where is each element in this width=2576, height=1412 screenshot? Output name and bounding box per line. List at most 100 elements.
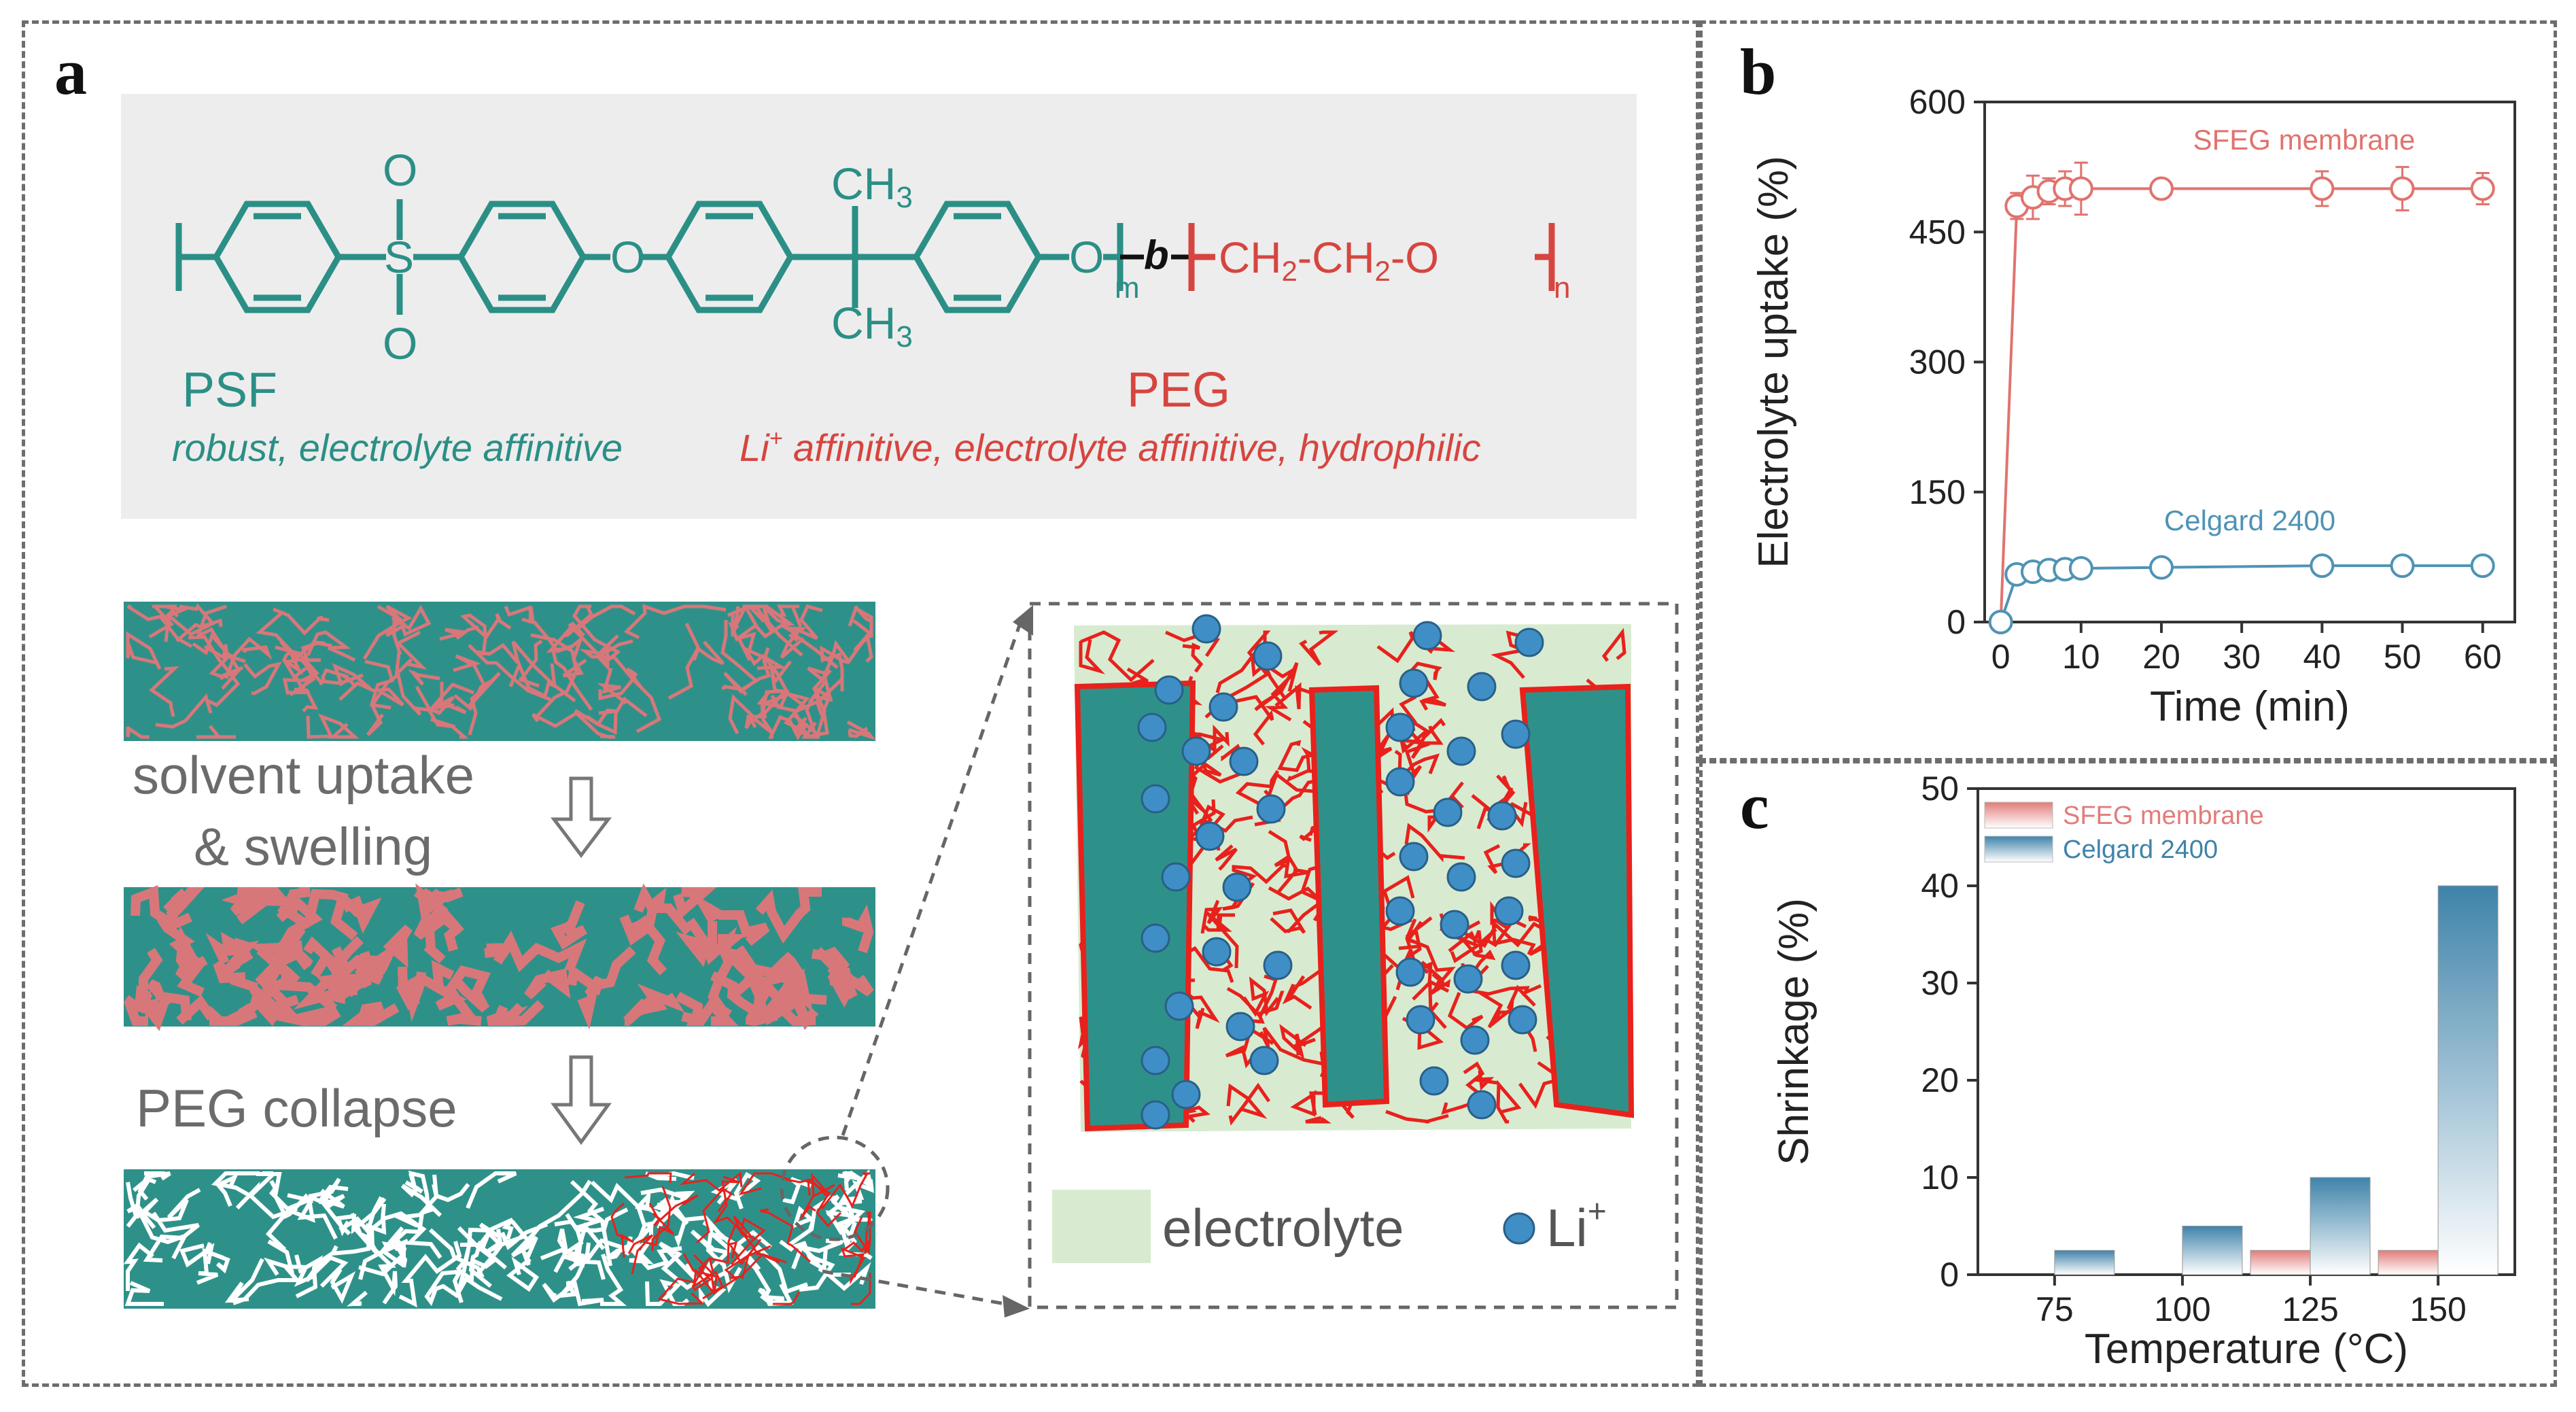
x-axis-label: Time (min)	[2150, 683, 2350, 730]
li-ion	[1191, 614, 1221, 644]
legend-label: Celgard 2400	[2063, 836, 2218, 864]
sulfonyl-o-top: O	[383, 145, 417, 195]
electrolyte-legend-label: electrolyte	[1162, 1198, 1404, 1258]
li-ion	[1446, 862, 1476, 892]
panel-c-letter: c	[1740, 770, 1769, 842]
li-ion	[1508, 1005, 1537, 1035]
panel-b-letter: b	[1740, 35, 1777, 108]
li-ion	[1256, 794, 1286, 824]
data-point	[2390, 176, 2415, 201]
step2-label: PEG collapse	[136, 1078, 457, 1138]
x-tick-label: 20	[2142, 638, 2180, 676]
li-legend-swatch	[1503, 1212, 1535, 1245]
end-o: O	[1069, 232, 1104, 282]
li-ion	[1460, 1025, 1490, 1055]
li-ion	[1161, 862, 1191, 892]
panel-b-frame	[1699, 20, 2557, 761]
psf-description: robust, electrolyte affinitive	[172, 426, 623, 469]
zoom-circle	[780, 1135, 890, 1241]
li-ion	[1208, 692, 1238, 722]
electrolyte-legend-swatch	[1052, 1190, 1151, 1263]
li-legend-label: Li+	[1546, 1194, 1607, 1258]
li-ion	[1141, 1046, 1170, 1075]
li-ion	[1399, 668, 1429, 698]
y-tick-label: 30	[1921, 964, 1959, 1002]
step1-line2: & swelling	[194, 816, 433, 876]
data-point	[2470, 553, 2495, 579]
data-point	[2390, 553, 2415, 579]
li-ion	[1137, 712, 1167, 742]
li-ion	[1487, 801, 1517, 831]
li-ion	[1446, 736, 1476, 766]
data-point	[2068, 555, 2093, 581]
data-point	[2068, 176, 2093, 201]
bar	[2437, 885, 2499, 1275]
bar	[2250, 1250, 2311, 1275]
process-arrow-1	[550, 776, 612, 859]
zoom-inset-frame	[1028, 602, 1679, 1309]
x-tick-label: 125	[2282, 1290, 2338, 1328]
li-ion	[1225, 1012, 1255, 1041]
chemical-structure: O S O O CH3 CH3 O m PSF robust, electrol…	[172, 145, 1570, 469]
ether-o: O	[610, 232, 645, 282]
step1-line1: solvent uptake	[133, 745, 475, 805]
psf-label: PSF	[182, 363, 277, 417]
li-ion	[1141, 784, 1170, 814]
process-arrow-2	[551, 1055, 612, 1146]
peg-label: PEG	[1127, 363, 1230, 417]
x-tick-label: 100	[2154, 1290, 2210, 1328]
li-ion	[1433, 797, 1463, 827]
data-point	[2149, 555, 2174, 580]
y-tick-label: 450	[1909, 213, 1966, 251]
y-tick-label: 10	[1921, 1158, 1959, 1196]
panel-c-frame	[1699, 760, 2557, 1387]
bar	[2182, 1226, 2243, 1275]
series-label: SFEG membrane	[2193, 124, 2416, 156]
x-axis-label: Temperature (°C)	[2085, 1326, 2408, 1373]
li-ion	[1171, 1080, 1201, 1109]
li-ion	[1494, 896, 1524, 926]
psf-pillar-right	[1519, 683, 1635, 1118]
li-ion	[1385, 712, 1415, 742]
psf-pillar-left	[1074, 680, 1196, 1132]
methyl-bottom: CH3	[831, 298, 913, 354]
li-ion	[1412, 621, 1442, 651]
y-tick-label: 20	[1921, 1061, 1959, 1099]
li-ion	[1141, 1100, 1170, 1130]
li-ion	[1253, 641, 1283, 671]
li-ion	[1501, 848, 1531, 878]
li-ion	[1195, 821, 1225, 851]
subscript-n: n	[1554, 271, 1570, 305]
li-ion	[1222, 872, 1252, 902]
x-tick-label: 0	[1991, 638, 2011, 676]
y-tick-label: 150	[1909, 473, 1966, 511]
li-ion	[1229, 746, 1259, 776]
li-ion	[1202, 937, 1232, 967]
li-ion	[1406, 1005, 1435, 1035]
panel-a-frame	[22, 20, 1699, 1387]
x-tick-label: 60	[2464, 638, 2502, 676]
li-ion	[1164, 991, 1194, 1021]
bar	[2310, 1177, 2371, 1275]
data-point	[2310, 176, 2335, 201]
li-ion	[1419, 1066, 1449, 1096]
li-ion	[1263, 950, 1293, 980]
bar	[2054, 1250, 2115, 1275]
li-ion	[1453, 964, 1483, 994]
legend-swatch	[1984, 802, 2053, 829]
li-ion	[1467, 672, 1497, 702]
li-ion	[1514, 627, 1544, 657]
sulfonyl-o-bottom: O	[383, 318, 417, 368]
li-ion	[1249, 1046, 1279, 1075]
block-b: b	[1144, 233, 1169, 278]
x-tick-label: 75	[2036, 1290, 2074, 1328]
data-point	[2149, 176, 2174, 201]
zoom-arrow-head-bottom	[1003, 1295, 1030, 1318]
li-ion	[1395, 957, 1425, 987]
series-label: Celgard 2400	[2164, 504, 2335, 536]
data-point	[2310, 553, 2335, 579]
li-ion	[1501, 719, 1531, 749]
y-axis-label: Electrolyte uptake (%)	[1750, 156, 1797, 568]
